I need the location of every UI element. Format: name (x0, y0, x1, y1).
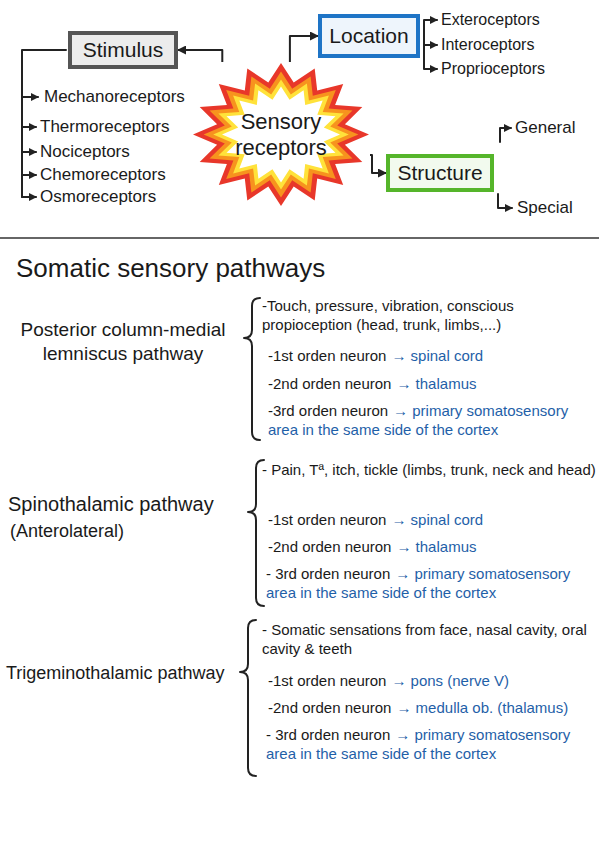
list-arrow (498, 194, 512, 208)
text-row: Thermoreceptors (40, 116, 240, 137)
label-text: Spinothalamic pathway (8, 493, 214, 515)
text-row: -1st orden neuron → spinal cord (268, 347, 596, 366)
curly-brace (240, 620, 256, 776)
label-text: Posterior column-medial lemniscus pathwa… (21, 319, 226, 364)
curly-brace (244, 298, 260, 440)
label-text: Exteroceptors (441, 11, 540, 28)
label-text: Special (517, 198, 573, 217)
text-row: - 3rd orden neuron→ primary somatosensor… (266, 726, 596, 764)
text-row: (Anterolateral) (10, 520, 250, 543)
text-row: -2nd orden neuron → medulla ob. (thalamus… (268, 699, 596, 718)
text-row: -Touch, pressure, vibration, conscious p… (262, 297, 596, 335)
target-text: → thalamus (396, 538, 476, 555)
label-text: -1st orden neuron (268, 347, 386, 364)
list-arrow (22, 196, 36, 198)
node-text-group: Sensory receptors (225, 109, 337, 160)
connector-arrow (178, 50, 222, 62)
label-text: Trigeminothalamic pathway (6, 663, 224, 683)
list-arrow (424, 20, 437, 30)
node-label: Location (329, 24, 408, 48)
text-row: Spinothalamic pathway (8, 492, 252, 517)
text-row: Posterior column-medial lemniscus pathwa… (4, 318, 242, 366)
list-arrow (500, 128, 511, 142)
label-text: (Anterolateral) (10, 521, 124, 541)
node-label: Sensory receptors (225, 109, 337, 160)
text-row: - Pain, Tª, itch, tickle (limbs, trunk, … (262, 461, 596, 480)
node-text-group: Stimulus (83, 38, 164, 62)
list-arrow (22, 126, 36, 128)
starburst-node: Sensory receptors (192, 62, 370, 207)
text-row: General (515, 117, 597, 138)
list-arrow (22, 174, 36, 176)
list-arrow (22, 96, 38, 98)
label-text: -2nd orden neuron (268, 699, 391, 716)
starburst-layer (193, 63, 369, 206)
text-row: Proprioceptors (441, 59, 597, 79)
node-label: Stimulus (83, 38, 164, 62)
section-title: Somatic sensory pathways (16, 252, 576, 285)
node-label: Structure (397, 161, 482, 185)
label-text: -Touch, pressure, vibration, conscious p… (262, 297, 514, 333)
label-text: Proprioceptors (441, 60, 545, 77)
text-row: Osmoreceptors (40, 186, 240, 207)
target-text: → spinal cord (391, 347, 483, 364)
list-arrow (424, 30, 437, 45)
node-text-group: Structure (397, 161, 482, 185)
label-text: -2nd orden neuron (268, 375, 391, 392)
label-text: Osmoreceptors (40, 187, 156, 206)
label-text: Thermoreceptors (40, 117, 169, 136)
starburst-layer (213, 79, 349, 189)
label-text: Nociceptors (40, 142, 130, 161)
divider-line (0, 237, 599, 239)
label-text: - 3rd orden neuron (266, 726, 390, 743)
connector-arrow (370, 155, 386, 173)
target-text: → medulla ob. (thalamus) (396, 699, 568, 716)
text-row: Interoceptors (441, 35, 597, 55)
text-row: - Somatic sensations from face, nasal ca… (262, 621, 596, 659)
list-arrow (22, 151, 36, 153)
starburst-layer (222, 87, 340, 183)
connector-arrow (290, 36, 318, 62)
text-row: Exteroceptors (441, 10, 597, 30)
text-row: -1st orden neuron → spinal cord (268, 511, 596, 530)
text-row: -1st orden neuron → pons (nerve V) (268, 672, 596, 691)
category-box: Stimulus (68, 31, 178, 69)
target-text: → pons (nerve V) (391, 672, 509, 689)
label-text: General (515, 118, 575, 137)
label-text: Interoceptors (441, 36, 534, 53)
label-text: -2nd orden neuron (268, 538, 391, 555)
text-row: -3rd orden neuron→ primary somatosensory… (268, 402, 596, 440)
target-text: → thalamus (396, 375, 476, 392)
label-text: - 3rd orden neuron (266, 565, 390, 582)
text-row: -2nd orden neuron → thalamus (268, 538, 596, 557)
curly-brace (248, 460, 264, 606)
label-text: -3rd orden neuron (268, 402, 388, 419)
target-text: → spinal cord (391, 511, 483, 528)
label-text: Mechanoreceptors (44, 87, 185, 106)
node-text-group: Location (329, 24, 408, 48)
label-text: - Somatic sensations from face, nasal ca… (262, 621, 587, 657)
text-row: Trigeminothalamic pathway (6, 662, 242, 685)
text-row: Nociceptors (40, 141, 240, 162)
text-row: - 3rd orden neuron→ primary somatosensor… (266, 565, 596, 603)
text-row: -2nd orden neuron → thalamus (268, 375, 596, 394)
text-row: Mechanoreceptors (44, 86, 244, 107)
category-box: Location (318, 14, 420, 58)
label-text: -1st orden neuron (268, 511, 386, 528)
starburst-layer (204, 72, 359, 198)
list-arrow (424, 45, 437, 69)
label-text: - Pain, Tª, itch, tickle (limbs, trunk, … (262, 461, 596, 478)
text-row: Chemoreceptors (40, 164, 240, 185)
category-box: Structure (386, 154, 494, 192)
label-text: -1st orden neuron (268, 672, 386, 689)
label-text: Chemoreceptors (40, 165, 166, 184)
text-row: Special (517, 197, 597, 218)
